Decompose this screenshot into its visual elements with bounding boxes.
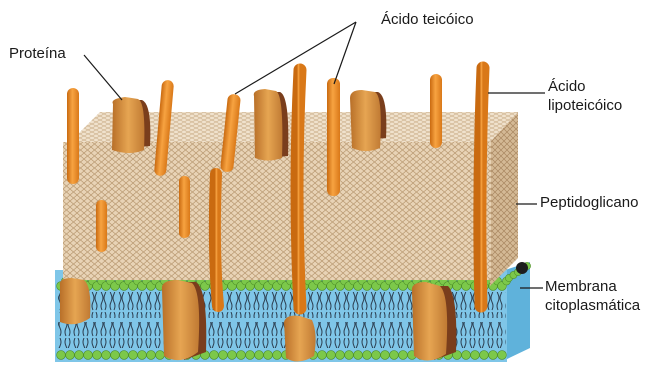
lipoteichoic-acid-rod	[215, 174, 218, 306]
lipid-head	[462, 351, 471, 360]
membrane-protein	[60, 278, 91, 324]
label-membrane-line2: citoplasmática	[545, 296, 640, 315]
peptidoglycan-front	[63, 142, 491, 280]
lipid-head	[156, 351, 165, 360]
lipid-head	[345, 351, 354, 360]
label-cytoplasmic-membrane: Membrana citoplasmática	[545, 277, 640, 315]
lipid-head	[93, 351, 102, 360]
lipoteichoic-acid-rod	[297, 70, 300, 308]
lipid-head	[318, 351, 327, 360]
lipid-head	[327, 351, 336, 360]
teichoic-acid-rod	[327, 78, 340, 196]
lipoteichoic-acid-rod	[480, 68, 483, 306]
lipid-head	[471, 351, 480, 360]
teichoic-acid-rod	[67, 88, 79, 184]
pointer-teicoico-b	[334, 22, 356, 84]
lipid-head	[498, 351, 507, 360]
label-lipoteichoic-line2: lipoteicóico	[548, 96, 622, 115]
protein	[350, 90, 381, 151]
teichoic-acid-rod	[96, 200, 107, 252]
lipid-head	[246, 351, 255, 360]
lipid-head	[138, 351, 147, 360]
lipid-head	[66, 351, 75, 360]
membrane-protein-dark	[516, 262, 528, 274]
teichoic-acid-rod	[430, 74, 442, 148]
lipid-head	[129, 351, 138, 360]
peptidoglycan-side	[490, 112, 518, 286]
lipid-head	[390, 351, 399, 360]
lipid-head	[147, 351, 156, 360]
label-membrane-line1: Membrana	[545, 277, 640, 296]
pointer-proteina	[84, 55, 122, 100]
lipid-head	[381, 351, 390, 360]
label-lipoteichoic-acid: Ácido lipoteicóico	[548, 77, 622, 115]
lipid-head	[120, 351, 129, 360]
protein	[112, 97, 144, 153]
lipid-head	[336, 351, 345, 360]
lipid-head	[489, 351, 498, 360]
lipid-head	[219, 351, 228, 360]
lipid-head	[84, 351, 93, 360]
lipid-head	[57, 351, 66, 360]
lipid-head	[237, 351, 246, 360]
lipid-head	[102, 351, 111, 360]
lipid-head	[372, 351, 381, 360]
lipid-head	[354, 351, 363, 360]
lipid-head	[399, 351, 408, 360]
label-teichoic-acid: Ácido teicóico	[381, 10, 474, 29]
membrane-protein	[284, 316, 316, 362]
lipid-head	[228, 351, 237, 360]
lipid-head	[255, 351, 264, 360]
lipid-head	[480, 351, 489, 360]
lipid-head	[363, 351, 372, 360]
lipid-head	[75, 351, 84, 360]
label-peptidoglycan: Peptidoglicano	[540, 193, 638, 212]
label-lipoteichoic-line1: Ácido	[548, 77, 622, 96]
membrane-protein	[412, 282, 447, 361]
label-protein: Proteína	[9, 44, 66, 63]
lipid-head	[111, 351, 120, 360]
lipid-head	[210, 351, 219, 360]
lipid-head	[273, 351, 282, 360]
protein	[254, 89, 283, 161]
membrane-protein	[162, 280, 199, 360]
teichoic-acid-rod	[179, 176, 190, 238]
lipid-head	[264, 351, 273, 360]
